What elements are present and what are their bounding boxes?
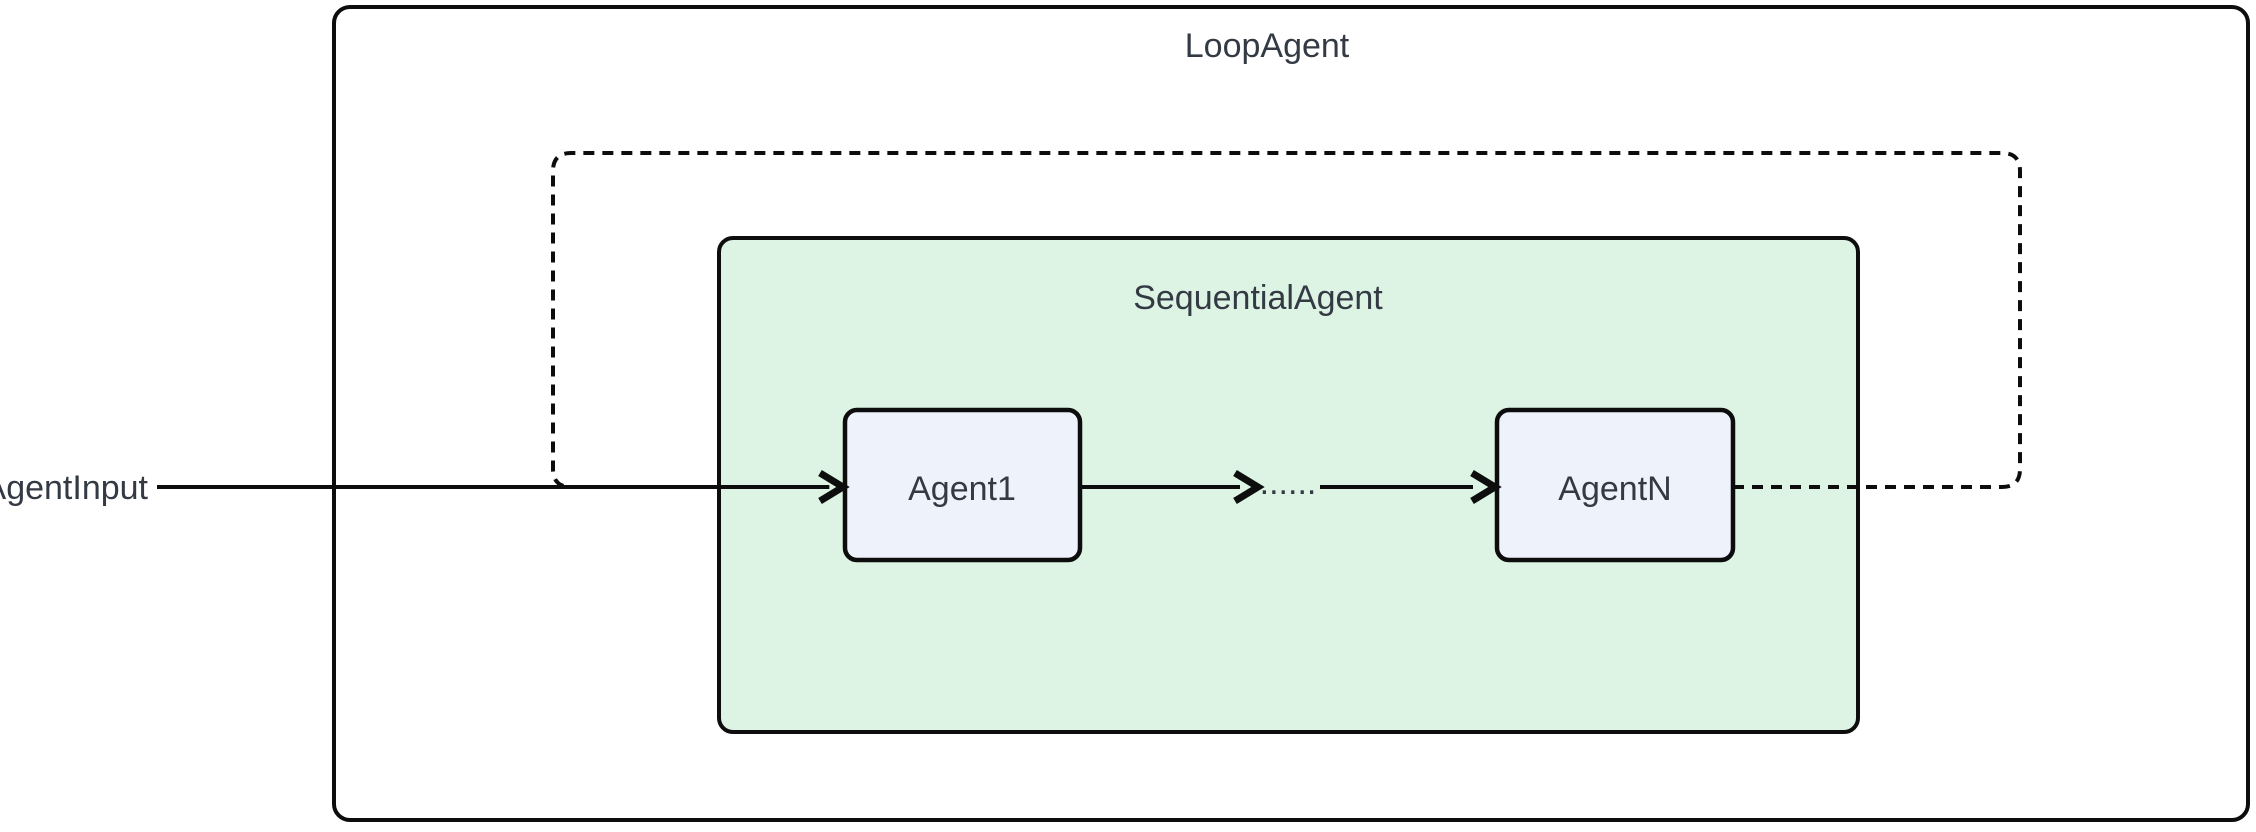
agent1-label: Agent1 bbox=[908, 470, 1016, 508]
sequentialagent-label: SequentialAgent bbox=[1133, 279, 1383, 317]
diagram-labels: LoopAgent SequentialAgent Agent1 AgentN … bbox=[0, 27, 1672, 508]
agentn-label: AgentN bbox=[1558, 470, 1671, 508]
agentinput-label: AgentInput bbox=[0, 469, 149, 507]
diagram-shapes bbox=[157, 5, 2250, 822]
arrowhead-icon bbox=[818, 470, 850, 504]
loop-back-dashed-edge bbox=[551, 151, 2022, 489]
loopagent-label: LoopAgent bbox=[1185, 27, 1350, 65]
arrowhead-icon bbox=[1470, 470, 1502, 504]
ellipsis-label: ...... bbox=[1260, 464, 1317, 502]
arrowhead-icon bbox=[1233, 470, 1265, 504]
